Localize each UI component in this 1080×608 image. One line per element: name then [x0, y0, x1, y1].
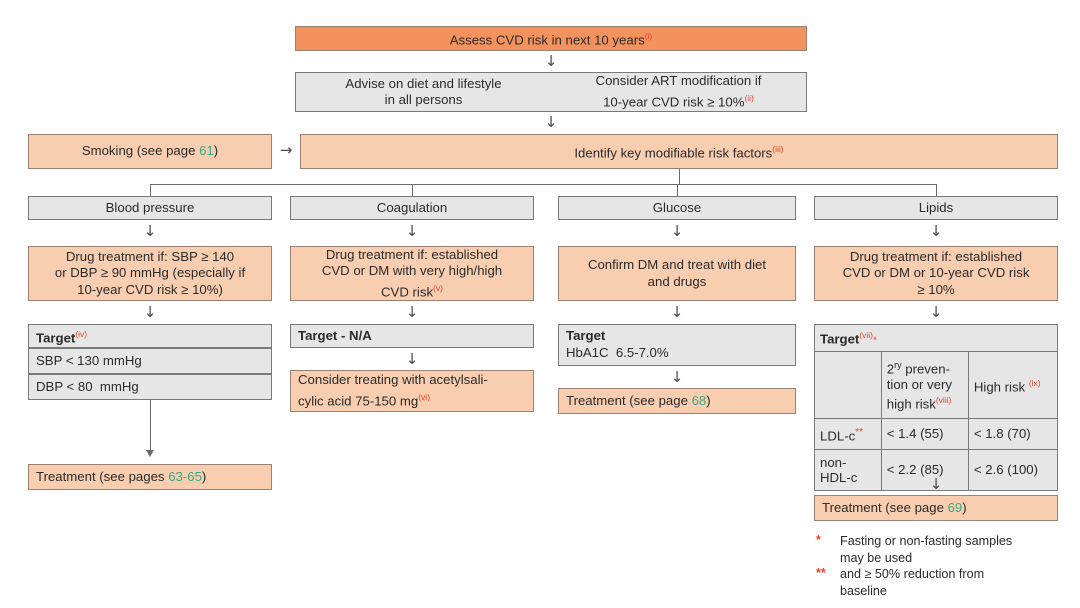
arrow-assess-to-advise: ↓: [544, 52, 558, 70]
arrow-bp-heading-to-action: ↓: [143, 222, 157, 240]
lipids-row-label-ldl: LDL-c**: [814, 418, 882, 450]
lipids-col-high-risk: High risk (ix): [967, 351, 1059, 419]
bp-target-header: Target(iv): [28, 324, 272, 348]
footnote-ref-viii: (viii): [935, 394, 952, 405]
lipids-ldl-very-high: < 1.4 (55): [880, 418, 969, 450]
arrow-advise-to-identify: ↓: [544, 113, 558, 131]
column-heading-glucose: Glucose: [558, 196, 796, 220]
footnote-text-star: Fasting or non-fasting samples may be us…: [840, 534, 1013, 565]
lipids-table-row-ldl: LDL-c** < 1.4 (55) < 1.8 (70): [814, 418, 1059, 450]
bp-target-row-sbp: SBP < 130 mmHg: [28, 348, 272, 374]
bp-action-box: Drug treatment if: SBP ≥ 140 or DBP ≥ 90…: [28, 246, 272, 301]
arrow-smoking-to-identify: →: [279, 141, 293, 159]
bp-target-row-dbp: DBP < 80 mmHg: [28, 374, 272, 400]
lipids-ldl-high: < 1.8 (70): [967, 418, 1059, 450]
coag-target-header-label: Target - N/A: [298, 327, 372, 343]
identify-risk-factors-box: Identify key modifiable risk factors(iii…: [300, 134, 1058, 169]
lipids-target-header-cell: Target(vii)*: [814, 324, 1058, 352]
coag-consider-label: Consider treating with acetylsali- cylic…: [298, 372, 488, 409]
bp-action-label: Drug treatment if: SBP ≥ 140 or DBP ≥ 90…: [54, 248, 246, 297]
bp-long-connector-arrowhead: [146, 450, 154, 457]
arrow-glucose-action-to-target: ↓: [670, 303, 684, 321]
arrow-coag-heading-to-action: ↓: [405, 222, 419, 240]
bp-long-connector: [150, 400, 151, 453]
glucose-target-label: Target HbA1C 6.5-7.0%: [566, 328, 669, 360]
glucose-action-label: Confirm DM and treat with diet and drugs: [587, 257, 767, 289]
lipids-action-box: Drug treatment if: established CVD or DM…: [814, 246, 1058, 301]
footnote-ref-iv: (iv): [75, 328, 88, 339]
assess-cvd-risk-box: Assess CVD risk in next 10 years(i): [295, 26, 807, 51]
art-modification-label: Consider ART modification if 10-year CVD…: [595, 73, 762, 110]
connector-drop-4: [936, 184, 937, 197]
connector-drop-2: [412, 184, 413, 197]
advise-art-box: Advise on diet and lifestyle in all pers…: [295, 72, 807, 112]
double-asterisk-mark: **: [855, 426, 863, 438]
lipids-col-blank: [814, 351, 882, 419]
arrow-coag-target-to-consider: ↓: [405, 350, 419, 368]
footnote-ref-ix: (ix): [1028, 377, 1041, 388]
lipids-treatment-label: Treatment (see page 69): [822, 499, 967, 515]
arrow-bp-action-to-target: ↓: [143, 303, 157, 321]
arrow-glucose-heading-to-action: ↓: [670, 222, 684, 240]
column-heading-lipids: Lipids: [814, 196, 1058, 220]
connector-drop-1: [150, 184, 151, 197]
page-ref-61: 61: [199, 143, 214, 159]
coag-action-box: Drug treatment if: established CVD or DM…: [290, 246, 534, 301]
lipids-treatment-box: Treatment (see page 69): [814, 495, 1058, 521]
glucose-target-box: Target HbA1C 6.5-7.0%: [558, 324, 796, 366]
smoking-box: Smoking (see page 61): [28, 134, 272, 169]
identify-risk-factors-label: Identify key modifiable risk factors(iii…: [574, 144, 784, 161]
footnote-ref-vi: (vi): [418, 391, 431, 402]
connector-bar: [150, 184, 937, 185]
arrow-lipids-table-to-treatment: ↓: [929, 475, 943, 493]
glucose-treatment-box: Treatment (see page 68): [558, 388, 796, 414]
lipids-nonhdl-very-high: < 2.2 (85): [880, 449, 969, 491]
arrow-glucose-target-to-treatment: ↓: [670, 368, 684, 386]
column-heading-blood-pressure: Blood pressure: [28, 196, 272, 220]
lipids-action-label: Drug treatment if: established CVD or DM…: [842, 248, 1030, 297]
coag-action-label: Drug treatment if: established CVD or DM…: [321, 246, 503, 299]
assess-cvd-risk-label: Assess CVD risk in next 10 years(i): [449, 31, 653, 48]
lipids-nonhdl-high: < 2.6 (100): [967, 449, 1059, 491]
glucose-target-value: HbA1C 6.5-7.0%: [566, 344, 669, 360]
arrow-lipids-action-to-target: ↓: [929, 303, 943, 321]
glucose-treatment-label: Treatment (see page 68): [566, 392, 711, 408]
footnote-ref-v: (v): [433, 282, 443, 293]
footnote-text-doublestar: and ≥ 50% reduction from baseline: [840, 567, 985, 598]
connector-drop-3: [677, 184, 678, 197]
connector-stem: [679, 169, 680, 185]
glucose-action-box: Confirm DM and treat with diet and drugs: [558, 246, 796, 301]
page-ref-63-65: 63-65: [168, 468, 202, 484]
asterisk-mark: *: [873, 334, 877, 346]
page-ref-69: 69: [947, 499, 963, 515]
lipids-row-label-nonhdl: non-HDL-c: [814, 449, 882, 491]
coag-consider-box: Consider treating with acetylsali- cylic…: [290, 370, 534, 412]
column-heading-coagulation: Coagulation: [290, 196, 534, 220]
coag-target-header: Target - N/A: [290, 324, 534, 348]
lipids-table-row-nonhdl: non-HDL-c < 2.2 (85) < 2.6 (100): [814, 449, 1059, 491]
advise-diet-label: Advise on diet and lifestyle in all pers…: [345, 75, 502, 108]
footnote-ref-vii: (vii): [859, 329, 874, 340]
bp-treatment-box: Treatment (see pages 63-65): [28, 464, 272, 490]
bp-treatment-label: Treatment (see pages 63-65): [36, 468, 207, 484]
footnote-ref-iii: (iii): [772, 144, 784, 155]
lipids-table-header-row: Target(vii)*: [814, 324, 1058, 352]
page-ref-68: 68: [691, 392, 707, 408]
footnote-ref-ii: (ii): [744, 92, 754, 103]
footnote-mark-star: *: [816, 533, 821, 547]
arrow-lipids-heading-to-action: ↓: [929, 222, 943, 240]
bp-target-header-label: Target: [36, 329, 76, 345]
smoking-label: Smoking (see page 61): [81, 143, 219, 159]
arrow-coag-action-to-target: ↓: [405, 303, 419, 321]
footnote-mark-doublestar: **: [816, 566, 826, 580]
footnote-ref-i: (i): [644, 31, 653, 42]
